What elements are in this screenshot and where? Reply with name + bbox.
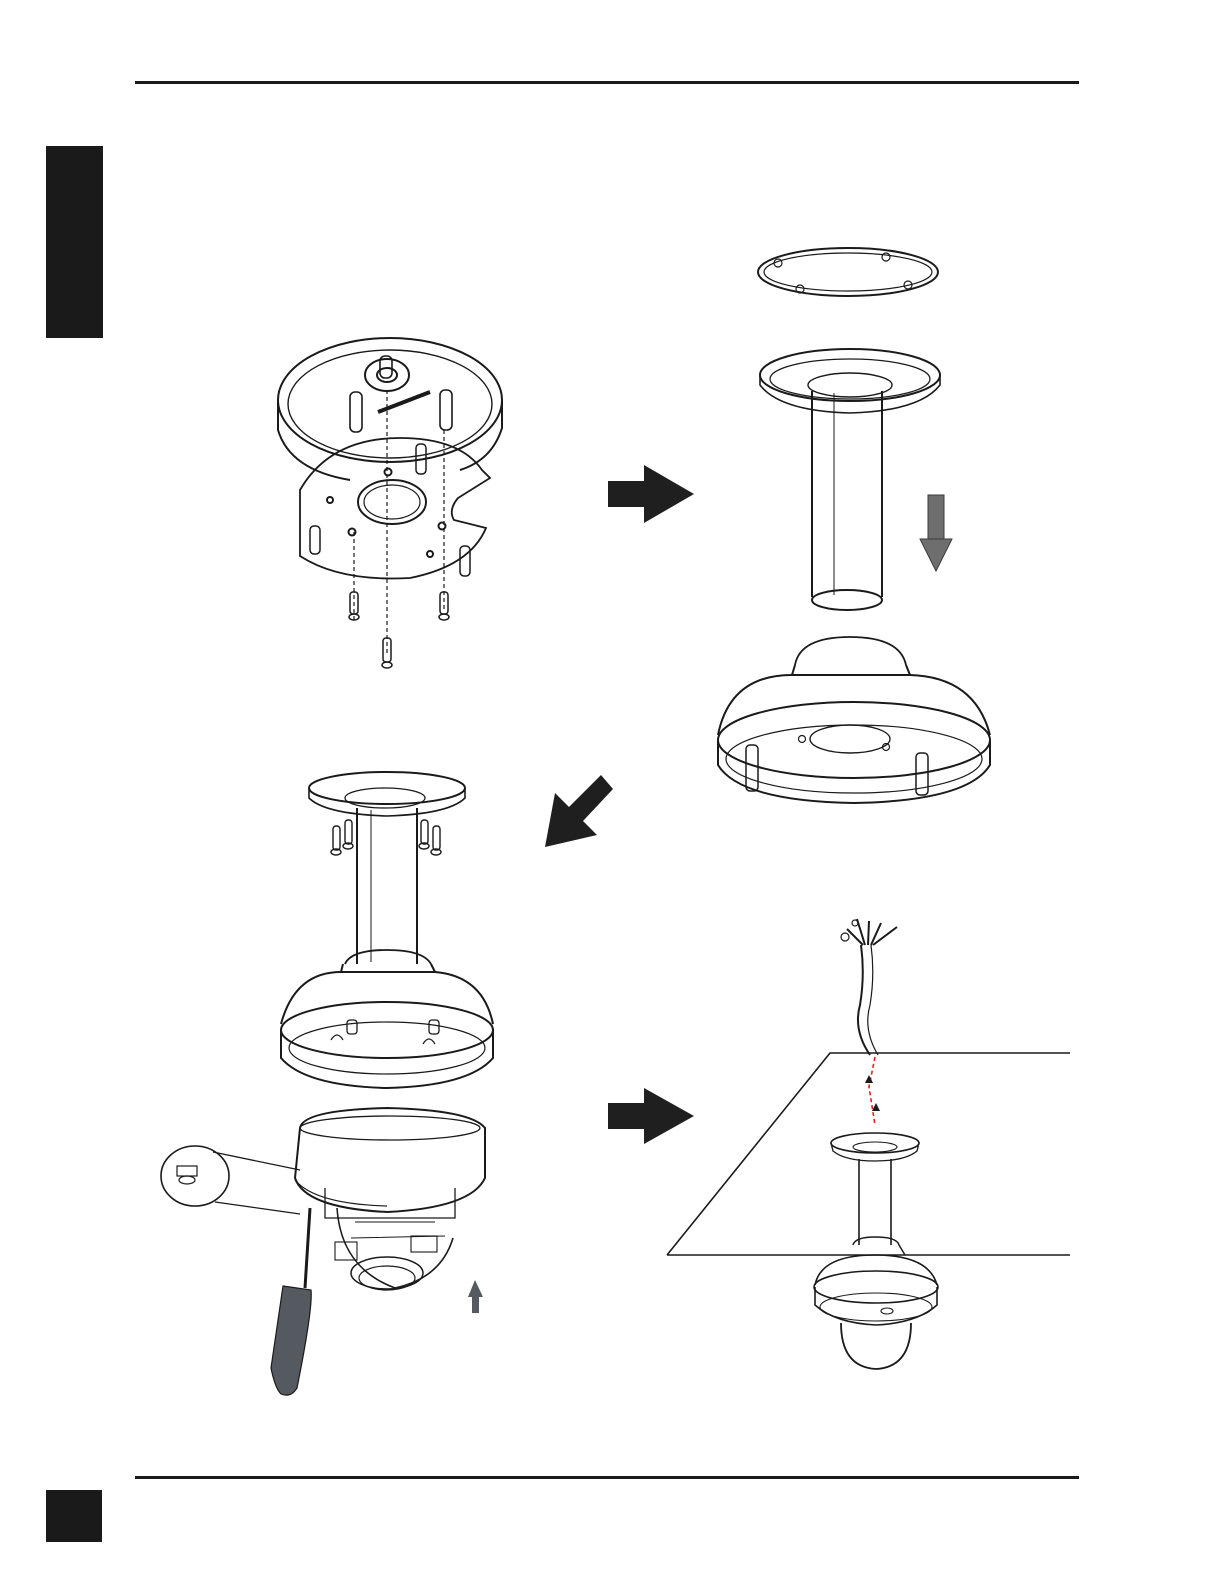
page-number-block <box>46 1490 102 1542</box>
arrow-up-icon <box>468 1280 483 1313</box>
step4-illustration <box>665 915 1075 1375</box>
footer-rule <box>135 1476 1079 1479</box>
step1-illustration <box>270 320 510 680</box>
arrow-down-left-icon <box>545 775 615 847</box>
language-tab <box>46 146 103 338</box>
gasket-ring <box>758 248 938 296</box>
arrow-right-icon <box>608 465 694 523</box>
camera-dome <box>841 1323 911 1369</box>
back-box <box>795 637 906 665</box>
step2-illustration <box>710 245 1000 805</box>
mounting-plate <box>300 438 490 579</box>
camera-housing <box>295 1108 485 1212</box>
cable <box>858 945 870 1055</box>
header-rule <box>135 81 1079 84</box>
cable-guide <box>869 1057 875 1125</box>
ceiling-plane <box>667 1053 1070 1255</box>
arrow-down-icon <box>920 495 952 571</box>
pendant-flange <box>760 349 940 401</box>
pendant-tube-end <box>812 590 882 610</box>
step3-illustration <box>155 768 505 1398</box>
screwdriver-icon <box>271 1208 311 1395</box>
